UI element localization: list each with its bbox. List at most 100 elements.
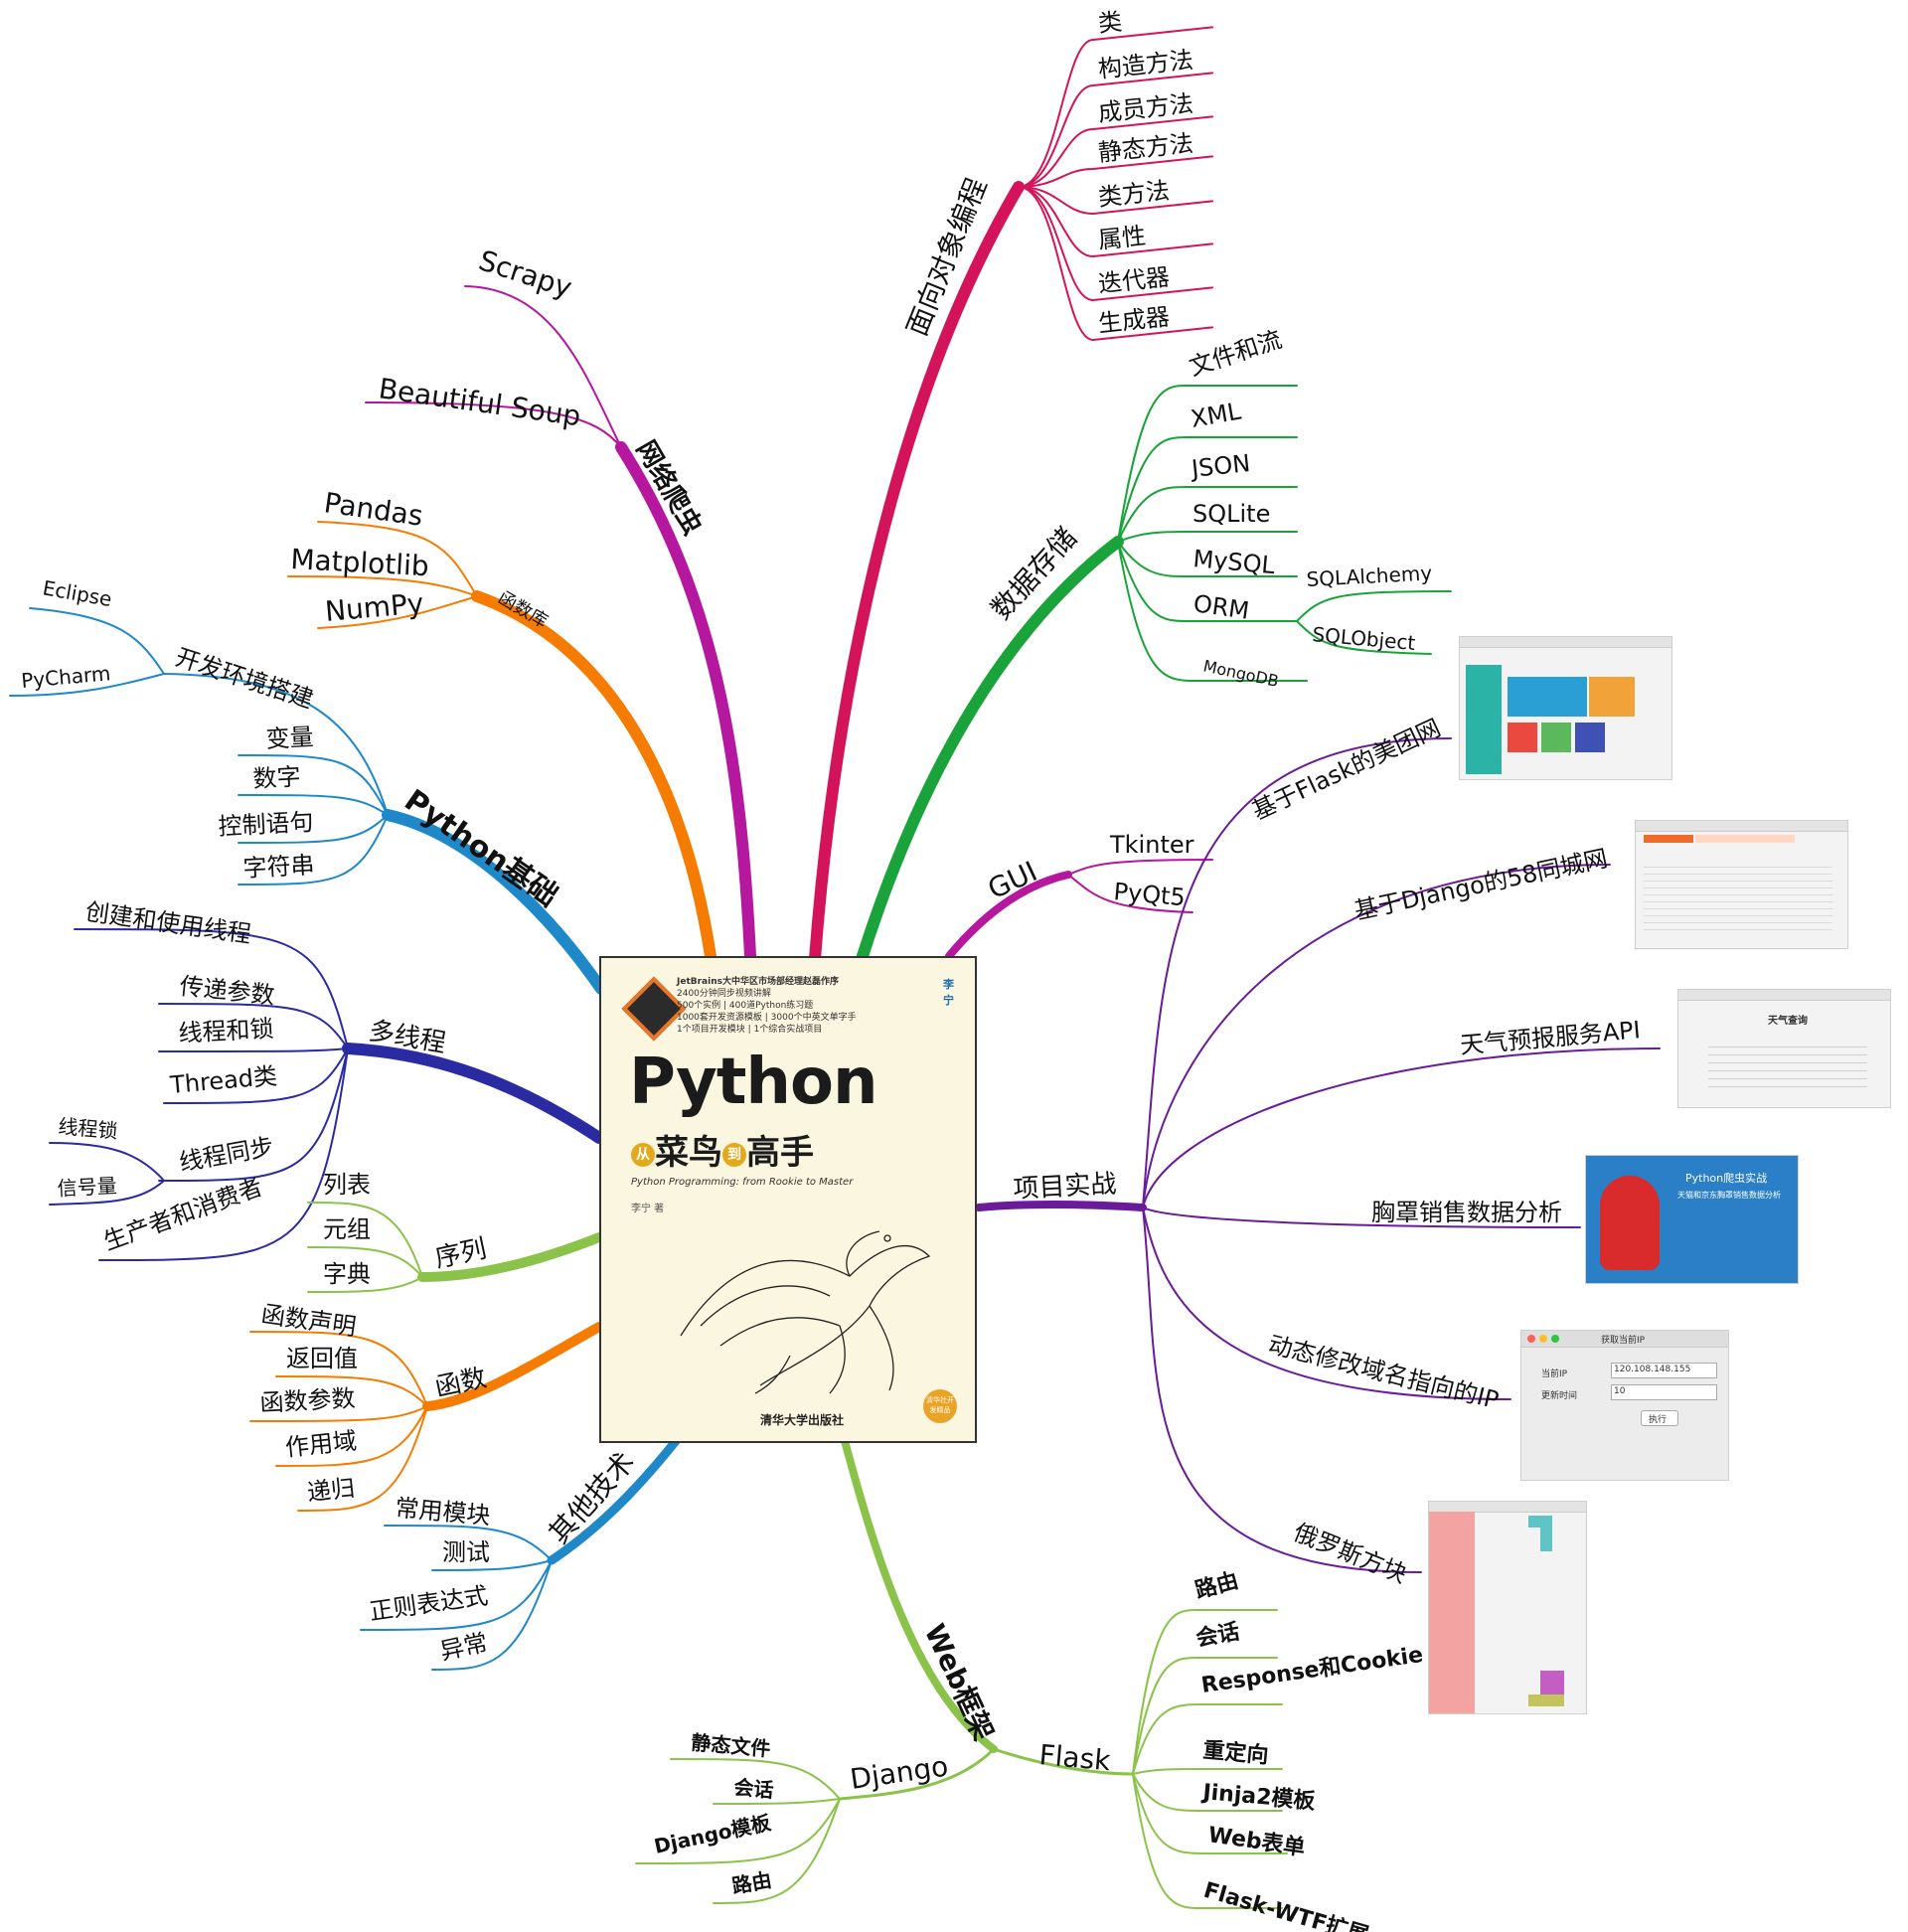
web-django-line xyxy=(838,1747,996,1801)
crawler-bs-label: Beautiful Soup xyxy=(377,372,582,432)
proj-5-label: 俄罗斯方块 xyxy=(1290,1519,1411,1589)
proj-4-label: 动态修改域名指向的IP xyxy=(1266,1331,1502,1415)
book-badge: 清华社开发精品 xyxy=(923,1389,957,1423)
gui-tk-label: Tkinter xyxy=(1109,831,1194,859)
libs-0-label: Pandas xyxy=(322,486,425,533)
branch-web xyxy=(841,1437,998,1753)
thread-3-line xyxy=(163,1047,349,1104)
other-0-label: 常用模块 xyxy=(394,1494,491,1530)
ide-pycharm-label: PyCharm xyxy=(20,661,111,693)
flask-3-label: 重定向 xyxy=(1201,1737,1269,1769)
flask-1-line xyxy=(1132,1657,1278,1775)
storage-3-label: SQLite xyxy=(1192,500,1270,528)
func-0-line xyxy=(249,1331,428,1407)
bra-analysis-screenshot: Python爬虫实战 天猫和京东胸罩销售数据分析 xyxy=(1585,1155,1799,1284)
libs-1-label: Matplotlib xyxy=(290,543,430,582)
storage-3-line xyxy=(1117,531,1298,543)
oop-3-line xyxy=(1018,155,1213,188)
storage-2-line xyxy=(1117,486,1298,543)
oop-0-line xyxy=(1018,26,1213,188)
sync-sem-label: 信号量 xyxy=(57,1174,117,1201)
flask-4-label: Jinja2模板 xyxy=(1199,1780,1317,1815)
storage-5-line xyxy=(1117,541,1298,622)
basics-ide-label: 开发环境搭建 xyxy=(172,643,317,714)
storage-1-line xyxy=(1117,436,1298,543)
orm-sqlalchemy-line xyxy=(1296,590,1452,622)
storage-4-label: MySQL xyxy=(1192,545,1276,579)
storage-1-label: XML xyxy=(1189,397,1243,432)
branch-storage xyxy=(857,536,1124,962)
oop-4-line xyxy=(1018,186,1213,216)
branch-oop xyxy=(809,181,1025,965)
sync-lock-label: 线程锁 xyxy=(58,1114,119,1143)
django-1-line xyxy=(713,1798,841,1805)
crawler-scrapy-label: Scrapy xyxy=(475,243,576,304)
book-author: 李宁 著 xyxy=(631,1204,665,1214)
oop-2-line xyxy=(1018,115,1213,188)
func-3-line xyxy=(275,1405,428,1467)
proj-1-line xyxy=(1142,864,1611,1208)
flask-4-line xyxy=(1132,1773,1283,1812)
flask-3-line xyxy=(1132,1768,1283,1775)
flask-6-label: Flask-WTF扩展 xyxy=(1200,1878,1371,1932)
proj-3-label: 胸罩销售数据分析 xyxy=(1371,1199,1562,1226)
orm-sqlobject-label: SQLObject xyxy=(1312,622,1417,655)
branch-libs xyxy=(471,590,716,962)
func-1-line xyxy=(275,1375,428,1407)
book-tagline: 从菜鸟到高手 xyxy=(631,1125,814,1174)
gui-qt-line xyxy=(1067,874,1193,913)
gui-tk-line xyxy=(1067,859,1213,876)
func-3-label: 作用域 xyxy=(284,1427,359,1462)
branch-proj-label: 项目实战 xyxy=(1013,1170,1117,1205)
branch-thread xyxy=(342,1043,605,1144)
web-flask-label: Flask xyxy=(1037,1738,1112,1777)
web-django-label: Django xyxy=(848,1749,950,1795)
other-3-label: 异常 xyxy=(437,1629,490,1666)
seq-0-label: 列表 xyxy=(323,1171,371,1199)
storage-4-line xyxy=(1117,541,1298,577)
other-2-label: 正则表达式 xyxy=(368,1582,490,1626)
oop-5-label: 属性 xyxy=(1097,222,1148,254)
thread-2-label: 线程和锁 xyxy=(178,1015,274,1047)
proj-4-line xyxy=(1142,1207,1511,1400)
proj-5-line xyxy=(1142,1207,1422,1573)
basics-4-label: 字符串 xyxy=(242,851,315,883)
flask-2-label: Response和Cookie xyxy=(1199,1643,1424,1698)
basics-1-line xyxy=(238,754,389,816)
other-1-label: 测试 xyxy=(442,1538,490,1566)
branch-crawler xyxy=(615,441,756,962)
storage-0-label: 文件和流 xyxy=(1186,325,1285,381)
branch-libs-label: 函数库 xyxy=(495,587,552,632)
sync-sem-line xyxy=(49,1180,165,1206)
seq-1-label: 元组 xyxy=(323,1215,371,1243)
seq-2-label: 字典 xyxy=(323,1260,371,1288)
meituan-screenshot xyxy=(1459,636,1672,780)
ide-pycharm-line xyxy=(9,673,165,697)
crawler-scrapy-line xyxy=(464,285,622,448)
basics-3-label: 控制语句 xyxy=(218,808,314,841)
branch-web-label: Web框架 xyxy=(918,1619,1001,1745)
ip-changer-screenshot: 获取当前IP 当前IP 120.108.148.155 更新时间 10 执行 xyxy=(1520,1330,1729,1481)
storage-5-label: ORM xyxy=(1192,589,1251,625)
thread-4-label: 线程同步 xyxy=(177,1133,275,1177)
proj-0-line xyxy=(1142,737,1452,1208)
django-2-line xyxy=(635,1798,841,1864)
oop-2-label: 成员方法 xyxy=(1097,89,1194,127)
func-4-label: 递归 xyxy=(306,1474,357,1507)
branch-gui-label: GUI xyxy=(983,855,1042,905)
basics-3-line xyxy=(238,814,389,844)
oop-1-label: 构造方法 xyxy=(1097,46,1194,83)
other-1-line xyxy=(431,1559,553,1571)
book-english-title: Python Programming: from Rookie to Maste… xyxy=(631,1177,854,1188)
ide-eclipse-line xyxy=(29,607,165,675)
oop-5-line xyxy=(1018,186,1213,258)
func-1-label: 返回值 xyxy=(286,1345,358,1372)
branch-seq xyxy=(417,1232,604,1282)
orm-sqlalchemy-label: SQLAlchemy xyxy=(1306,561,1433,591)
oop-7-line xyxy=(1018,186,1213,342)
thread-5-label: 生产者和消费者 xyxy=(99,1173,265,1256)
flask-5-line xyxy=(1132,1773,1288,1854)
tetris-screenshot xyxy=(1428,1501,1587,1714)
book-series: JetBrains大中华区市场部经理赵磊作序 2400分钟同步视频讲解 500个… xyxy=(677,977,857,1035)
